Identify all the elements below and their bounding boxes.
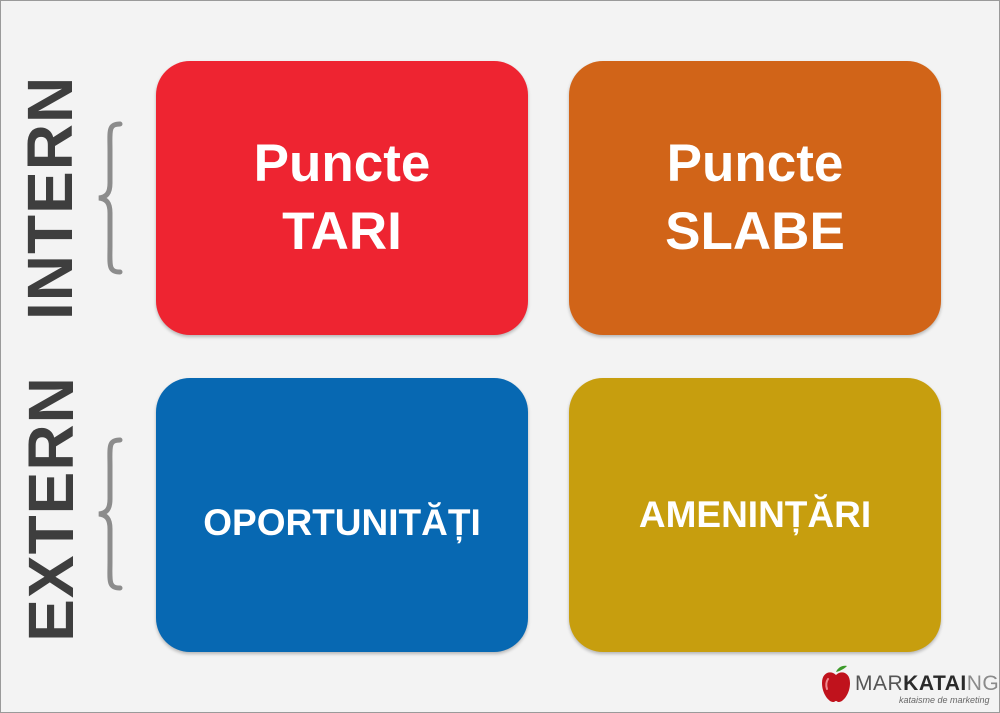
threats-card: AMENINȚĂRI bbox=[569, 378, 941, 652]
strengths-line1: Puncte bbox=[253, 134, 431, 193]
logo-tagline: kataisme de marketing bbox=[899, 695, 990, 705]
markataing-logo: MARKATAING kataisme de marketing bbox=[819, 664, 999, 710]
weaknesses-line1: Puncte bbox=[666, 134, 844, 193]
opportunities-label: OPORTUNITĂȚI bbox=[203, 502, 481, 543]
strengths-line2: TARI bbox=[282, 202, 402, 261]
weaknesses-card: Puncte SLABE bbox=[569, 61, 941, 335]
strengths-card: Puncte TARI bbox=[156, 61, 528, 335]
intern-label: INTERN bbox=[14, 75, 86, 320]
extern-label: EXTERN bbox=[15, 376, 87, 642]
extern-brace-icon bbox=[98, 437, 123, 591]
weaknesses-line2: SLABE bbox=[665, 202, 845, 261]
logo-wordmark: MARKATAING bbox=[855, 672, 1000, 695]
opportunities-card: OPORTUNITĂȚI bbox=[156, 378, 528, 652]
intern-brace-icon bbox=[98, 121, 123, 275]
threats-label: AMENINȚĂRI bbox=[638, 494, 872, 535]
red-apple-icon bbox=[822, 665, 850, 702]
